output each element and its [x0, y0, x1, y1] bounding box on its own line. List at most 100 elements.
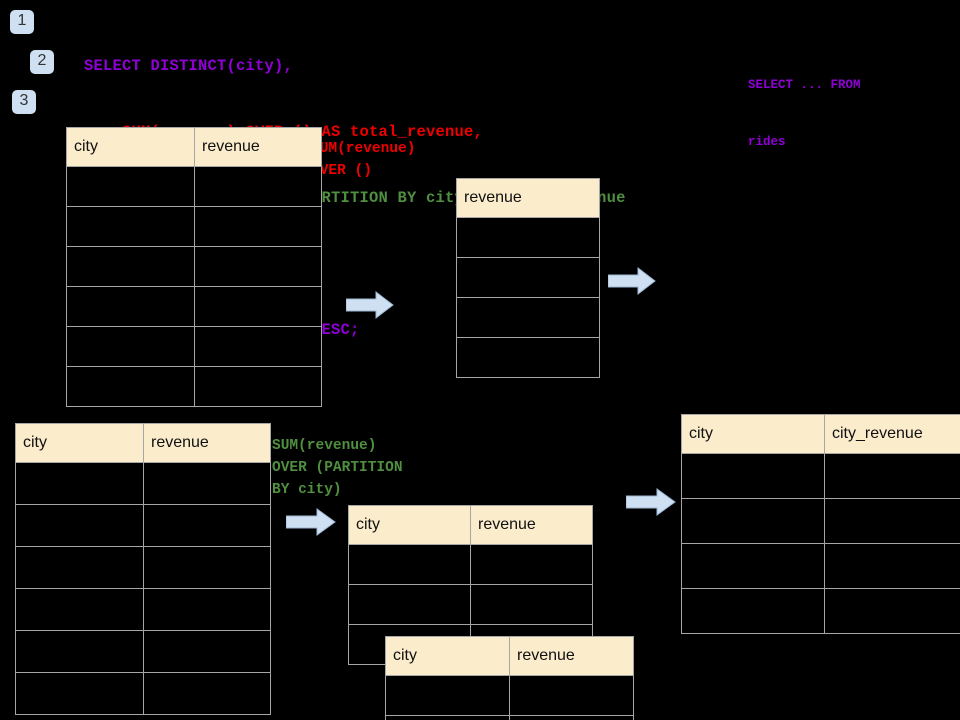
table-header-row: revenue	[456, 178, 600, 218]
table-cell	[143, 546, 271, 589]
table-row	[456, 257, 600, 298]
table-cell	[66, 246, 195, 287]
column-header-revenue: revenue	[470, 505, 593, 545]
table-cell	[681, 498, 825, 544]
partition-table-front: city revenue	[385, 636, 634, 720]
table-row	[15, 504, 271, 547]
partition-table-back: city revenue	[348, 505, 593, 665]
arrow-source-to-partition	[285, 508, 336, 536]
table-cell	[348, 544, 471, 585]
table-row	[681, 543, 960, 589]
column-header-revenue: revenue	[194, 127, 322, 167]
table-cell	[509, 715, 634, 720]
table-cell	[824, 543, 960, 589]
arrow-source-to-total	[345, 290, 394, 320]
revenue-total-table: revenue	[456, 178, 600, 378]
column-header-city: city	[681, 414, 825, 454]
table-header-row: city revenue	[348, 505, 593, 545]
step-badge-2: 2	[30, 50, 54, 74]
table-cell	[456, 337, 600, 378]
table-row	[15, 462, 271, 505]
arrow-right-icon	[285, 508, 336, 536]
table-header-row: city revenue	[66, 127, 322, 167]
arrow-partition-to-result	[625, 488, 676, 516]
table-cell	[385, 715, 510, 720]
table-header-row: city revenue	[15, 423, 271, 463]
source-table-bottom: city revenue	[15, 423, 271, 715]
table-cell	[681, 453, 825, 499]
table-cell	[143, 588, 271, 631]
table-row	[456, 337, 600, 378]
column-header-revenue: revenue	[456, 178, 600, 218]
arrow-right-icon	[345, 290, 394, 320]
table-cell	[194, 166, 322, 207]
table-row	[681, 588, 960, 634]
sql-line-select: SELECT DISTINCT(city),	[84, 57, 294, 75]
table-cell	[15, 462, 144, 505]
table-row	[681, 453, 960, 499]
annotation-over-partition: SUM(revenue) OVER (PARTITION BY city)	[272, 438, 403, 498]
step-badge-1-label: 1	[17, 12, 27, 29]
table-header-row: city revenue	[385, 636, 634, 676]
column-header-city: city	[385, 636, 510, 676]
arrow-right-icon	[607, 266, 656, 296]
sql-side-label-line1: SELECT ... FROM	[748, 78, 861, 92]
table-row	[66, 246, 322, 287]
table-row	[348, 584, 593, 625]
table-cell	[470, 584, 593, 625]
column-header-city: city	[15, 423, 144, 463]
table-row	[15, 588, 271, 631]
table-cell	[348, 584, 471, 625]
table-cell	[194, 246, 322, 287]
table-cell	[194, 366, 322, 407]
table-row	[348, 544, 593, 585]
table-cell	[143, 462, 271, 505]
table-cell	[15, 546, 144, 589]
table-cell	[66, 326, 195, 367]
table-cell	[456, 217, 600, 258]
column-header-revenue: revenue	[509, 636, 634, 676]
table-cell	[143, 504, 271, 547]
table-row	[456, 217, 600, 258]
table-cell	[15, 630, 144, 673]
table-cell	[456, 297, 600, 338]
table-row	[15, 546, 271, 589]
step-badge-2-label: 2	[37, 52, 47, 69]
table-cell	[143, 672, 271, 715]
table-row	[385, 675, 634, 716]
table-cell	[66, 366, 195, 407]
table-header-row: city city_revenue	[681, 414, 960, 454]
result-table: city city_revenue	[681, 414, 960, 634]
table-row	[681, 498, 960, 544]
table-row	[66, 366, 322, 407]
step-badge-3: 3	[12, 90, 36, 114]
step-badge-1: 1	[10, 10, 34, 34]
column-header-revenue: revenue	[143, 423, 271, 463]
table-cell	[15, 504, 144, 547]
sql-side-label-line2: rides	[748, 135, 786, 149]
table-cell	[66, 286, 195, 327]
table-row	[456, 297, 600, 338]
table-cell	[143, 630, 271, 673]
step-badge-3-label: 3	[19, 92, 29, 109]
table-cell	[66, 206, 195, 247]
table-row	[66, 206, 322, 247]
table-cell	[15, 588, 144, 631]
table-cell	[456, 257, 600, 298]
table-cell	[681, 588, 825, 634]
table-row	[66, 326, 322, 367]
table-cell	[385, 675, 510, 716]
table-cell	[15, 672, 144, 715]
table-cell	[681, 543, 825, 589]
column-header-city: city	[348, 505, 471, 545]
table-cell	[66, 166, 195, 207]
column-header-city: city	[66, 127, 195, 167]
table-cell	[194, 326, 322, 367]
arrow-right-icon	[625, 488, 676, 516]
table-cell	[194, 286, 322, 327]
table-cell	[824, 453, 960, 499]
table-cell	[509, 675, 634, 716]
table-cell	[470, 544, 593, 585]
table-cell	[194, 206, 322, 247]
